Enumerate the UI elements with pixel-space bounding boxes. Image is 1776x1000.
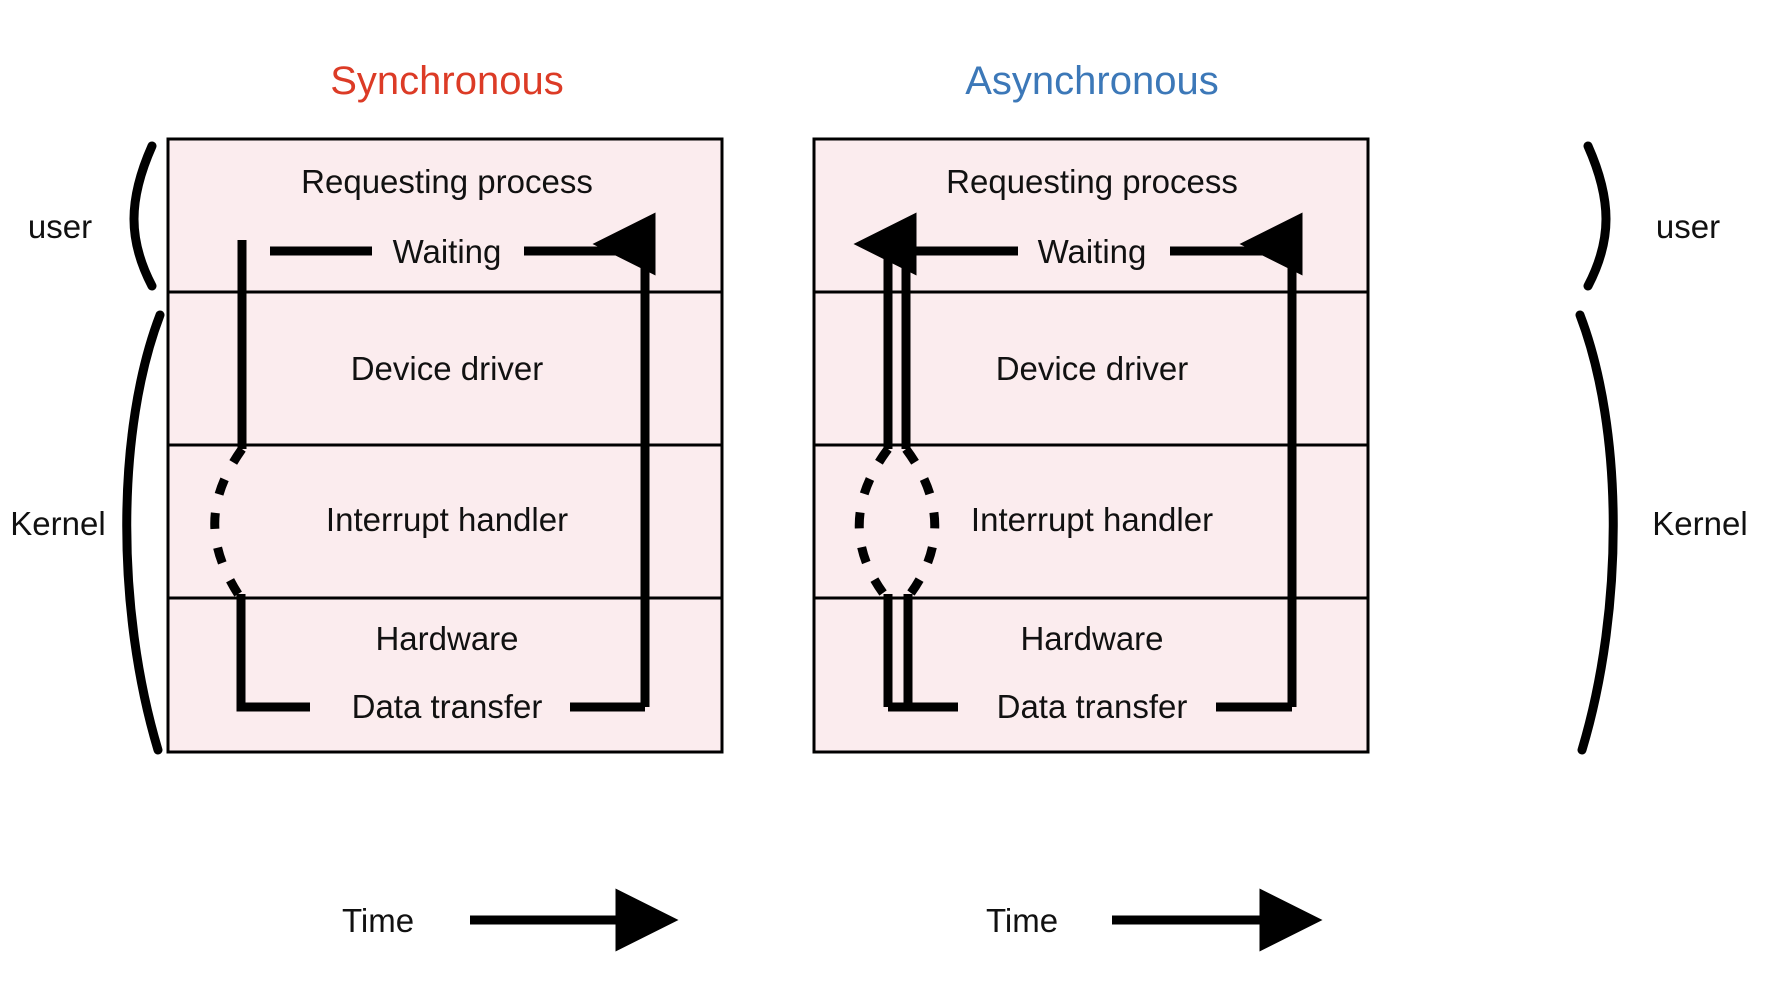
async-kernel-brace <box>1575 310 1618 755</box>
sync-label-data-transfer: Data transfer <box>352 688 543 725</box>
sync-label-hardware: Hardware <box>375 620 518 657</box>
async-label-device-driver: Device driver <box>996 350 1189 387</box>
asynchronous-panel: Requesting process Device driver Interru… <box>812 137 1748 952</box>
sync-band-device-driver <box>166 290 724 447</box>
async-user-brace <box>1583 141 1611 291</box>
async-label-interrupt-handler: Interrupt handler <box>971 501 1213 538</box>
title-asynchronous: Asynchronous <box>965 59 1218 103</box>
async-side-label-kernel: Kernel <box>1652 505 1747 542</box>
sync-band-rects <box>166 137 724 754</box>
sync-band-interrupt-handler <box>166 443 724 600</box>
title-synchronous: Synchronous <box>330 59 563 103</box>
async-label-waiting: Waiting <box>1038 233 1147 270</box>
async-label-data-transfer: Data transfer <box>997 688 1188 725</box>
sync-user-brace <box>129 141 157 291</box>
sync-label-requesting-process: Requesting process <box>301 163 593 200</box>
sync-dashed-arc <box>210 446 246 600</box>
synchronous-panel: Requesting process Device driver Interru… <box>10 137 724 952</box>
async-time-label: Time <box>986 902 1058 939</box>
sync-label-waiting: Waiting <box>393 233 502 270</box>
async-label-requesting-process: Requesting process <box>946 163 1238 200</box>
sync-side-label-user: user <box>28 208 92 245</box>
sync-time-label: Time <box>342 902 414 939</box>
async-label-hardware: Hardware <box>1020 620 1163 657</box>
sync-label-device-driver: Device driver <box>351 350 544 387</box>
async-band-rects <box>812 137 1370 754</box>
sync-hardware-down-line <box>236 594 310 712</box>
sync-kernel-brace <box>122 310 165 755</box>
sync-label-interrupt-handler: Interrupt handler <box>326 501 568 538</box>
async-band-interrupt-handler <box>812 443 1370 600</box>
async-dashed-arc-right <box>902 446 940 600</box>
sync-band-hardware <box>166 596 724 754</box>
sync-side-label-kernel: Kernel <box>10 505 105 542</box>
async-side-label-user: user <box>1656 208 1720 245</box>
async-dashed-arc-left <box>854 446 892 600</box>
